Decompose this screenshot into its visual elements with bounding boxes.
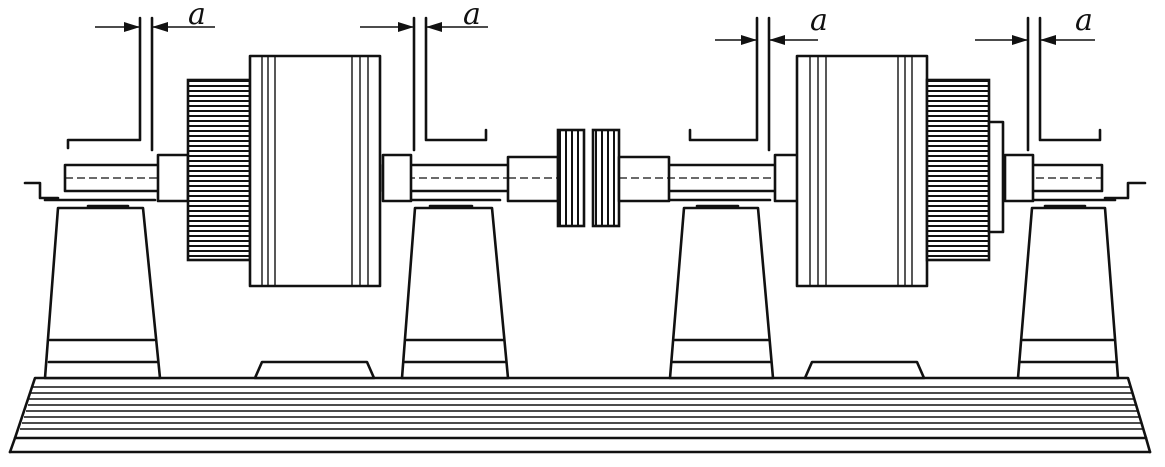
rotor-right [795,54,1005,288]
gap-label-a: a [1075,3,1093,38]
gap-label-a: a [463,0,481,32]
rotor-foot-right [803,360,926,380]
gap-label-a: a [810,3,828,38]
rotor-foot-left [253,360,376,380]
base-plate [8,376,1152,454]
bearing-pedestal-3 [668,198,775,380]
coupling [506,128,671,228]
rotor-left [186,54,382,288]
journal-collars [156,153,1035,203]
bearing-pedestal-4 [1013,181,1147,380]
bearing-pedestal-1 [23,181,162,380]
gap-gauge-4: a [975,3,1102,152]
gap-gauge-1: a [66,0,215,152]
gap-gauge-2: a [360,0,488,152]
bearing-pedestal-2 [398,198,510,380]
gap-label-a: a [188,0,206,32]
gap-gauge-3: a [688,3,828,152]
